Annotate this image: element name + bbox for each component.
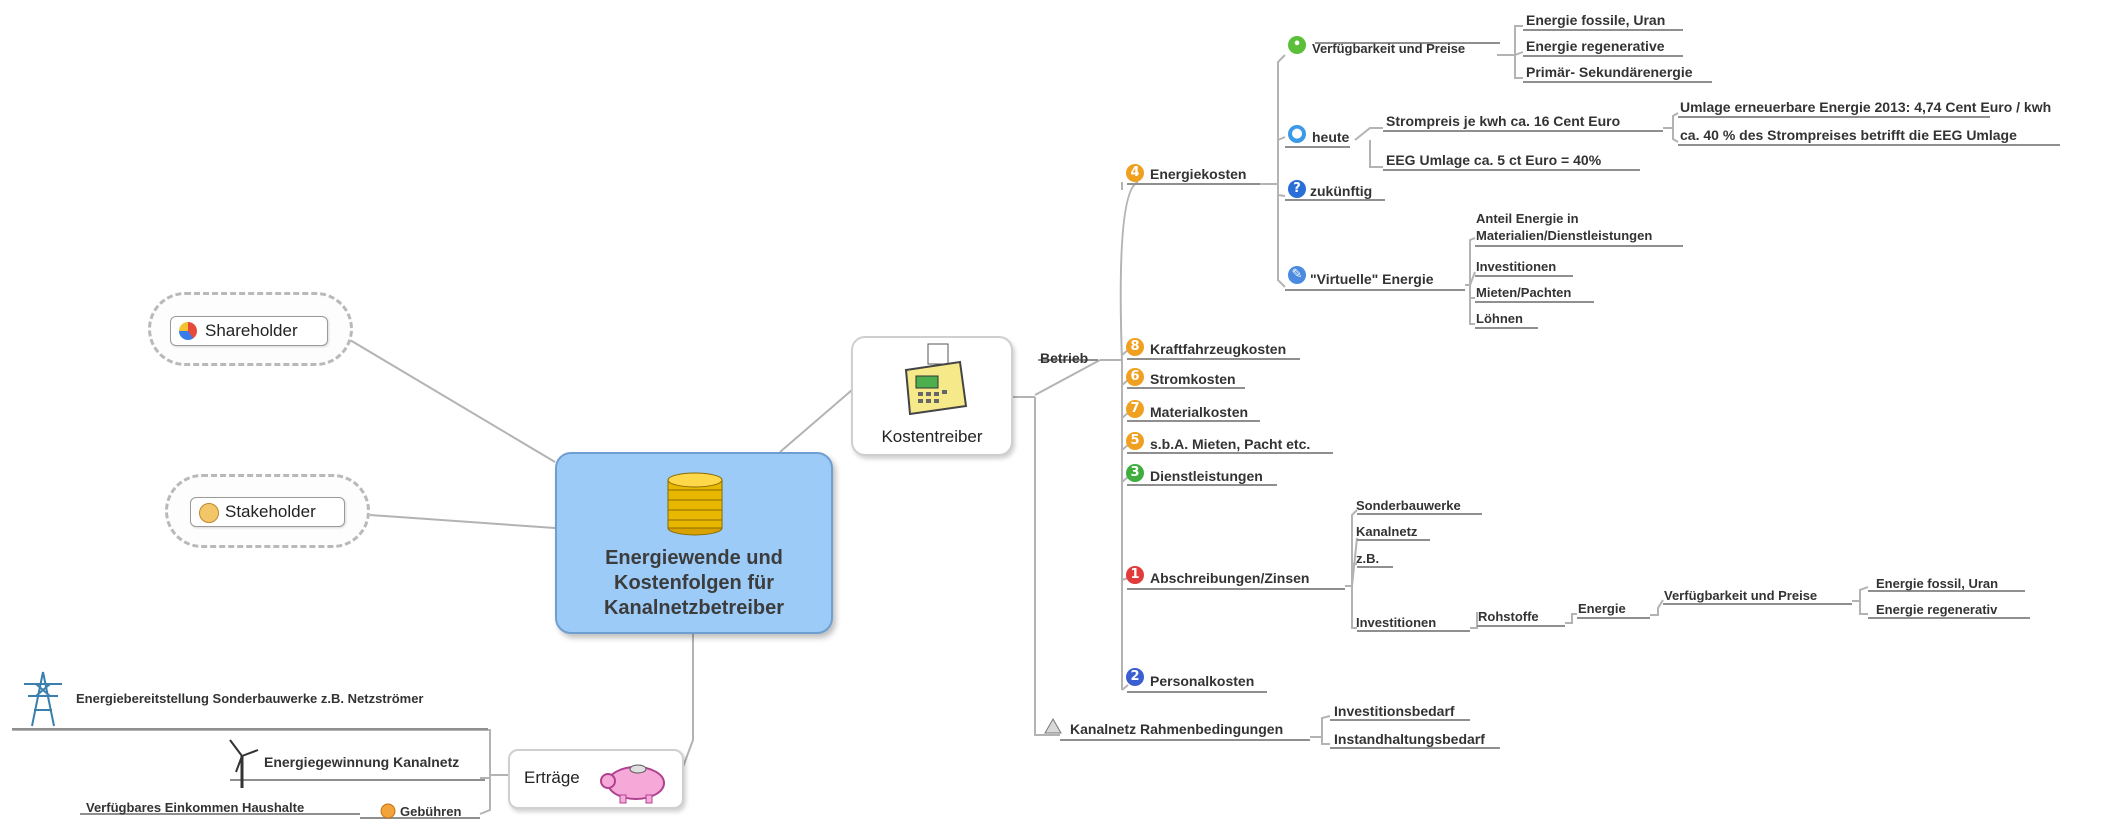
energiegewinnung-label[interactable]: Energiegewinnung Kanalnetz: [264, 754, 460, 770]
virtuelle-child-1[interactable]: Anteil Energie in Materialien/Dienstleis…: [1476, 211, 1653, 243]
shareholder-label: Shareholder: [205, 321, 298, 340]
netzstroemer-label[interactable]: Energiebereitstellung Sonderbauwerke z.B…: [76, 691, 424, 706]
central-topic[interactable]: Energiewende und Kostenfolgen für Kanaln…: [555, 452, 833, 634]
lightbulb-icon: •: [1288, 36, 1306, 54]
gebuehren-label[interactable]: Gebühren: [400, 804, 462, 819]
ertraege-node[interactable]: Erträge: [508, 749, 684, 809]
einkommen-label[interactable]: Verfügbares Einkommen Haushalte: [86, 800, 305, 815]
virtuelle-label[interactable]: "Virtuelle" Energie: [1310, 271, 1434, 287]
kostentreiber-label: Kostentreiber: [881, 427, 983, 446]
zb-label[interactable]: z.B.: [1356, 551, 1380, 566]
ertraege-label: Erträge: [524, 768, 580, 787]
eeg-label[interactable]: EEG Umlage ca. 5 ct Euro = 40%: [1386, 152, 1602, 168]
mieten-label[interactable]: s.b.A. Mieten, Pacht etc.: [1150, 436, 1311, 452]
pencil-icon: ✎: [1288, 266, 1306, 284]
personalkosten-label[interactable]: Personalkosten: [1150, 673, 1255, 689]
central-title: Energiewende und Kostenfolgen für Kanaln…: [603, 547, 785, 619]
zukuenftig-label[interactable]: zukünftig: [1310, 183, 1373, 199]
question-icon: ?: [1288, 180, 1306, 198]
globe-icon: ●: [1288, 125, 1306, 143]
stakeholder-label: Stakeholder: [225, 502, 316, 521]
stakeholder-node[interactable]: Stakeholder: [190, 497, 345, 527]
verfuegbarkeit-child-3[interactable]: Primär- Sekundärenergie: [1526, 64, 1693, 80]
abschreibungen-verfuegbarkeit[interactable]: Verfügbarkeit und Preise: [1664, 588, 1818, 603]
piggy-bank-icon: [600, 764, 665, 804]
warning-triangle-icon: [1044, 717, 1062, 734]
investitionen-label[interactable]: Investitionen: [1356, 615, 1437, 630]
stromkosten-label[interactable]: Stromkosten: [1150, 371, 1236, 387]
personalkosten-badge: 2: [1126, 668, 1144, 686]
verfuegbarkeit-child-2[interactable]: Energie regenerative: [1526, 38, 1665, 54]
abschreibungen-badge: 1: [1126, 566, 1144, 584]
stromkosten-badge: 6: [1126, 368, 1144, 386]
instandhaltungsbedarf-label[interactable]: Instandhaltungsbedarf: [1334, 731, 1485, 747]
kraftfahrzeug-badge: 8: [1126, 338, 1144, 356]
mieten-badge: 5: [1126, 432, 1144, 450]
investitionsbedarf-label[interactable]: Investitionsbedarf: [1334, 703, 1455, 719]
kostentreiber-node[interactable]: Kostentreiber: [851, 336, 1013, 456]
virtuelle-child-4[interactable]: Löhnen: [1476, 311, 1523, 326]
rohstoffe-label[interactable]: Rohstoffe: [1478, 609, 1539, 624]
betrieb-label[interactable]: Betrieb: [1040, 350, 1089, 366]
energie-regenerativ-label[interactable]: Energie regenerativ: [1876, 602, 1998, 617]
abschreibungen-label[interactable]: Abschreibungen/Zinsen: [1150, 570, 1310, 586]
sun-icon: [380, 803, 396, 819]
kraftfahrzeug-label[interactable]: Kraftfahrzeugkosten: [1150, 341, 1287, 357]
energie-fossil-label[interactable]: Energie fossil, Uran: [1876, 576, 1999, 591]
shareholder-node[interactable]: Shareholder: [170, 316, 328, 346]
power-pylon-icon: [24, 671, 62, 727]
kanalnetz-label[interactable]: Kanalnetz: [1356, 524, 1418, 539]
sonderbauwerke-label[interactable]: Sonderbauwerke: [1356, 498, 1461, 513]
materialkosten-label[interactable]: Materialkosten: [1150, 404, 1249, 420]
virtuelle-child-3[interactable]: Mieten/Pachten: [1476, 285, 1572, 300]
dienstleistungen-label[interactable]: Dienstleistungen: [1150, 468, 1263, 484]
energiekosten-badge: 4: [1126, 164, 1144, 182]
virtuelle-child-2[interactable]: Investitionen: [1476, 259, 1557, 274]
energie-label[interactable]: Energie: [1578, 601, 1626, 616]
heute-label[interactable]: heute: [1312, 129, 1350, 145]
strompreis-child-2[interactable]: ca. 40 % des Strompreises betrifft die E…: [1680, 127, 2017, 143]
pie-chart-icon: [179, 322, 197, 340]
dienstleistungen-badge: 3: [1126, 464, 1144, 482]
energiekosten-label[interactable]: Energiekosten: [1150, 166, 1247, 182]
verfuegbarkeit-child-1[interactable]: Energie fossile, Uran: [1526, 12, 1666, 28]
strompreis-child-1[interactable]: Umlage erneuerbare Energie 2013: 4,74 Ce…: [1680, 99, 2052, 115]
materialkosten-badge: 7: [1126, 400, 1144, 418]
gold-coins-icon: [667, 472, 723, 536]
verfuegbarkeit-label[interactable]: Verfügbarkeit und Preise: [1312, 41, 1466, 56]
wind-turbine-icon: [229, 739, 259, 788]
cash-register-icon: [904, 343, 968, 416]
person-icon: [199, 503, 219, 523]
kanalnetz-rahmen-label[interactable]: Kanalnetz Rahmenbedingungen: [1070, 721, 1284, 737]
strompreis-label[interactable]: Strompreis je kwh ca. 16 Cent Euro: [1386, 113, 1621, 129]
